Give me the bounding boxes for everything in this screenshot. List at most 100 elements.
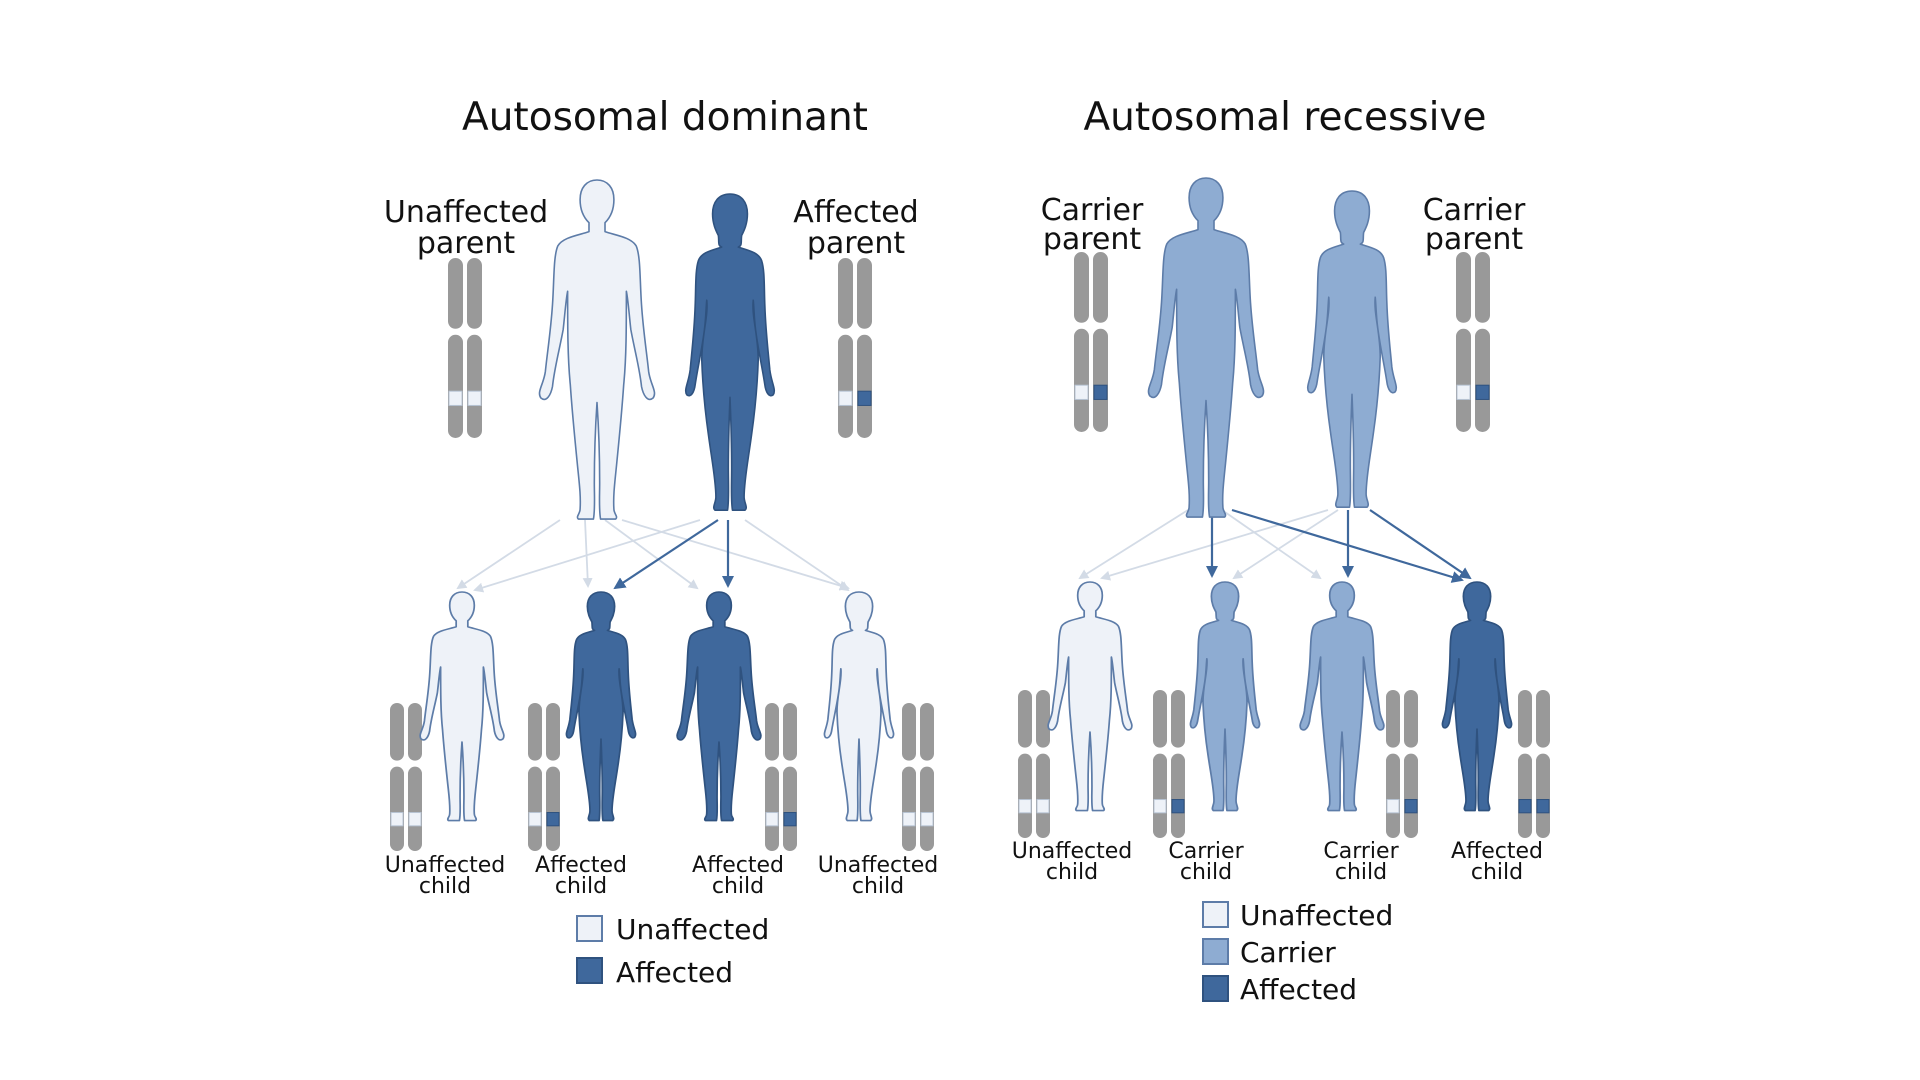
inheritance-arrow [456,519,561,590]
chromosome-arm [902,766,916,851]
chromosome-arm [1018,690,1032,748]
allele-unaffected [1018,799,1032,814]
chromosome-pair [1518,690,1550,838]
chromosome-arm [1153,753,1167,838]
inheritance-arrow [582,519,593,588]
recessive-child-4: Affected child [1441,581,1550,885]
chromosome-arm [1386,753,1400,838]
allele-affected [546,812,560,827]
girl-figure [1189,581,1261,812]
inheritance-arrow [1232,509,1339,580]
chromosome-pair [1386,690,1418,838]
chromosome-arm [1456,252,1471,323]
allele-affected [1404,799,1418,814]
male-silhouette [1147,177,1265,518]
child-label-line2: child [852,874,904,899]
chromosome-arm [1386,690,1400,748]
boy-figure [1047,581,1133,812]
allele-unaffected [390,812,404,827]
dominant-child-1: Unaffected child [385,591,505,899]
chromosome-arm [1074,328,1089,432]
child-label-line2: child [1180,860,1232,885]
chromosome-arm [838,258,853,329]
legend-label: Affected [616,956,733,989]
recessive-parent-carrier-1: Carrier parent [1041,177,1265,518]
parent-label-line1: Affected [793,195,918,230]
child-label-line2: child [555,874,607,899]
dominant-title: Autosomal dominant [462,95,868,140]
chromosome-arm [1404,753,1418,838]
chromosome-arm [528,766,542,851]
recessive-legend: Unaffected Carrier Affected [1202,899,1393,1006]
legend-swatch-affected [1202,975,1229,1002]
chromosome-arm [1153,690,1167,748]
child-label-line1: Unaffected [818,853,938,878]
child-label-line2: child [1471,860,1523,885]
girl-figure [565,591,637,822]
allele-unaffected [1036,799,1050,814]
chromosome-arm [528,703,542,761]
dominant-child-2: Affected child [528,591,637,899]
chromosome-arm [546,766,560,851]
boy-silhouette [1299,581,1385,812]
parent-label-line1: Carrier [1423,193,1526,228]
boy-figure [676,591,762,822]
chromosome-pair [390,703,422,851]
female-silhouette [684,193,776,512]
chromosome-arm [857,258,872,329]
chromosome-arm [920,766,934,851]
chromosome-pair [1018,690,1050,838]
parent-label-line1: Carrier [1041,193,1144,228]
allele-affected [1093,384,1108,400]
parent-label-line2: parent [807,226,906,261]
chromosome-pair [448,258,482,438]
chromosome-arm [1093,328,1108,432]
chromosome-arm [448,258,463,329]
chromosome-arm [390,703,404,761]
chromosome-arm [1093,252,1108,323]
legend-swatch-carrier [1202,938,1229,965]
boy-figure [419,591,505,822]
dominant-panel: Autosomal dominant Unaffected parent Aff… [384,95,938,989]
chromosome-pair [1074,252,1108,432]
dominant-legend: Unaffected Affected [576,913,769,989]
dominant-parent-unaffected: Unaffected parent [384,179,656,520]
chromosome-arm [765,703,779,761]
inheritance-arrow [604,519,699,590]
chromosome-arm [1456,328,1471,432]
chromosome-arm [1036,690,1050,748]
dominant-child-3: Affected child [676,591,797,899]
parent-label-line1: Unaffected [384,195,548,230]
female-silhouette [1306,190,1398,509]
chromosome-arm [408,766,422,851]
inheritance-arrow-affected [613,519,719,590]
chromosome-arm [783,766,797,851]
allele-unaffected [528,812,542,827]
chromosome-arm [390,766,404,851]
child-label-line1: Affected [1451,839,1543,864]
allele-unaffected [1456,384,1471,400]
girl-silhouette [1441,581,1513,812]
inheritance-arrow-affected [1369,509,1472,580]
child-label-line1: Affected [692,853,784,878]
dominant-parent-affected: Affected parent [684,193,919,512]
boy-silhouette [1047,581,1133,812]
inheritance-arrow [1221,509,1322,580]
child-label-line1: Affected [535,853,627,878]
allele-unaffected [467,390,482,406]
chromosome-pair [1153,690,1185,838]
chromosome-arm [408,703,422,761]
dominant-child-4: Unaffected child [818,591,938,899]
chromosome-arm [1171,690,1185,748]
chromosome-arm [467,334,482,438]
allele-unaffected [838,390,853,406]
boy-silhouette [676,591,762,822]
chromosome-arm [1171,753,1185,838]
male-figure [1147,177,1265,518]
allele-unaffected [448,390,463,406]
boy-silhouette [419,591,505,822]
girl-silhouette [823,591,895,822]
child-label-line1: Unaffected [385,853,505,878]
legend-label: Unaffected [616,913,769,946]
